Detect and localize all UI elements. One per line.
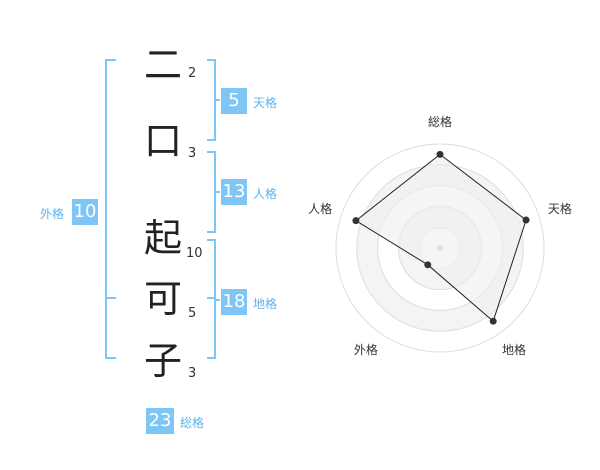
radar-axis-label-3: 地格 xyxy=(502,342,526,357)
stroke-count-5: 3 xyxy=(188,366,197,381)
soukaku-badge: 23 xyxy=(146,408,174,434)
name-char-3: 起 xyxy=(143,216,182,260)
soukaku-label: 総格 xyxy=(180,416,205,430)
gaikaku-badge: 10 xyxy=(72,199,98,225)
radar-point-3 xyxy=(489,317,497,325)
stroke-count-2: 3 xyxy=(188,146,197,161)
radar-point-4 xyxy=(424,261,432,269)
gaikaku-bracket xyxy=(105,59,116,359)
name-char-4: 可 xyxy=(143,277,182,321)
radar-series-polygon xyxy=(355,153,527,323)
radar-axis-label-1: 総格 xyxy=(428,114,452,129)
tenkaku-bracket xyxy=(207,59,216,141)
chikaku-badge: 18 xyxy=(221,289,247,315)
radar-axis-label-2: 天格 xyxy=(548,201,572,216)
radar-axis-label-4: 外格 xyxy=(354,342,378,357)
jinkaku-bracket xyxy=(207,151,216,233)
jinkaku-label: 人格 xyxy=(253,187,278,201)
name-char-1: 二 xyxy=(143,43,182,87)
stroke-count-4: 5 xyxy=(188,306,197,321)
chikaku-label: 地格 xyxy=(253,297,278,311)
name-char-5: 子 xyxy=(143,339,182,383)
tenkaku-label: 天格 xyxy=(253,96,278,110)
jinkaku-badge: 13 xyxy=(221,179,247,205)
radar-point-2 xyxy=(522,216,530,224)
tenkaku-badge: 5 xyxy=(221,88,247,114)
radar-axis-label-5: 人格 xyxy=(308,201,332,216)
stroke-count-1: 2 xyxy=(188,66,197,81)
name-char-2: 口 xyxy=(143,119,182,163)
stroke-count-3: 10 xyxy=(186,246,203,261)
gaikaku-label: 外格 xyxy=(40,207,65,221)
radar-point-1 xyxy=(436,150,444,158)
radar-point-5 xyxy=(352,217,360,225)
